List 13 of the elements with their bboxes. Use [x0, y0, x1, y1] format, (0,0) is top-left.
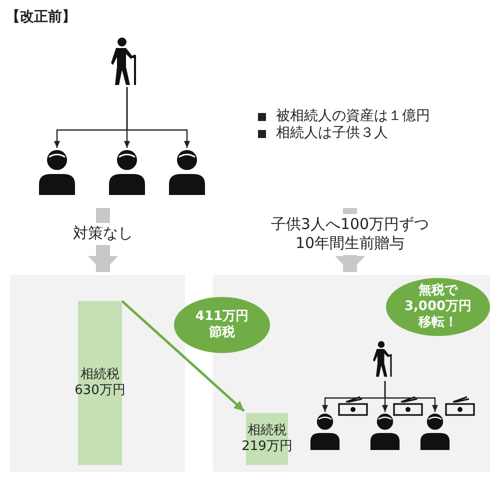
- arrow: [126, 87, 190, 148]
- arrow: [121, 300, 245, 412]
- panel-background: [10, 275, 185, 472]
- person-icon: [37, 148, 77, 195]
- callout-ellipse: 無税で 3,000万円 移転！: [386, 278, 490, 336]
- down-arrow: [88, 208, 118, 272]
- tax-bar: 相続税 630万円: [78, 301, 122, 465]
- person-icon: [167, 148, 207, 195]
- arrow: [384, 381, 438, 412]
- title-label: 【改正前】: [6, 8, 76, 26]
- bullet-text: 被相続人の資産は１億円: [276, 107, 430, 125]
- person-icon: [107, 148, 147, 195]
- bullet-text: 相続人は子供３人: [276, 124, 388, 142]
